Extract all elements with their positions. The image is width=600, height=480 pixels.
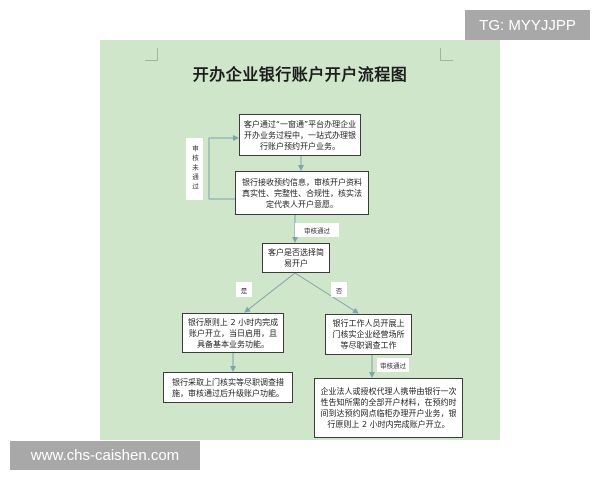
flow-node-2: 银行接收预约信息，审核开户资料真实性、完整性、合规性，核实法定代表人开户意愿。 [235,171,369,215]
flow-node-text: 客户是否选择简易开户 [268,248,324,268]
edge-label-approved: 审核通过 [295,223,339,237]
diagram-page: 开办企业银行账户开户流程图 客户通过“一窗通”平台办理企业开办业务过程中，一站式… [100,40,500,440]
flow-node-text: 企业法人或授权代理人携带由银行一次性告知所需的全部开户材料，在预约时间到达预约网… [320,387,457,429]
flow-node-6: 银行工作人员开展上门核实企业经营场所等尽职调查工作 [325,314,412,355]
edge-label-rejected: 审核未通过 [186,138,203,200]
flow-node-3-decision: 客户是否选择简易开户 [262,243,330,273]
flow-node-text: 客户通过“一窗通”平台办理企业开办业务过程中，一站式办理银行账户预约开户业务。 [243,119,357,151]
flow-node-text: 银行工作人员开展上门核实企业经营场所等尽职调查工作 [332,319,405,350]
flow-node-text: 银行原则上 2 小时内完成账户开立，当日启用，且具备基本业务功能。 [187,317,279,349]
page-corner-mark [440,48,453,61]
edge-label-yes: 是 [236,282,252,297]
flow-node-text: 银行采取上门核实等尽职调查措施，审核通过后升级账户功能。 [172,377,284,398]
page-corner-mark [145,48,158,61]
watermark-top-right: TG: MYYJJPP [465,10,590,40]
flow-node-5: 银行采取上门核实等尽职调查措施，审核通过后升级账户功能。 [163,372,293,403]
flow-node-4: 银行原则上 2 小时内完成账户开立，当日启用，且具备基本业务功能。 [182,313,284,353]
edge-label-no: 否 [331,282,347,297]
flow-node-1: 客户通过“一窗通”平台办理企业开办业务过程中，一站式办理银行账户预约开户业务。 [239,114,361,156]
edge-label-approved: 审核通过 [377,358,409,372]
watermark-bottom-left: www.chs-caishen.com [10,441,200,470]
flow-node-7: 企业法人或授权代理人携带由银行一次性告知所需的全部开户材料，在预约时间到达预约网… [314,378,463,438]
flow-node-text: 银行接收预约信息，审核开户资料真实性、完整性、合规性，核实法定代表人开户意愿。 [242,177,362,209]
diagram-title: 开办企业银行账户开户流程图 [192,65,408,84]
